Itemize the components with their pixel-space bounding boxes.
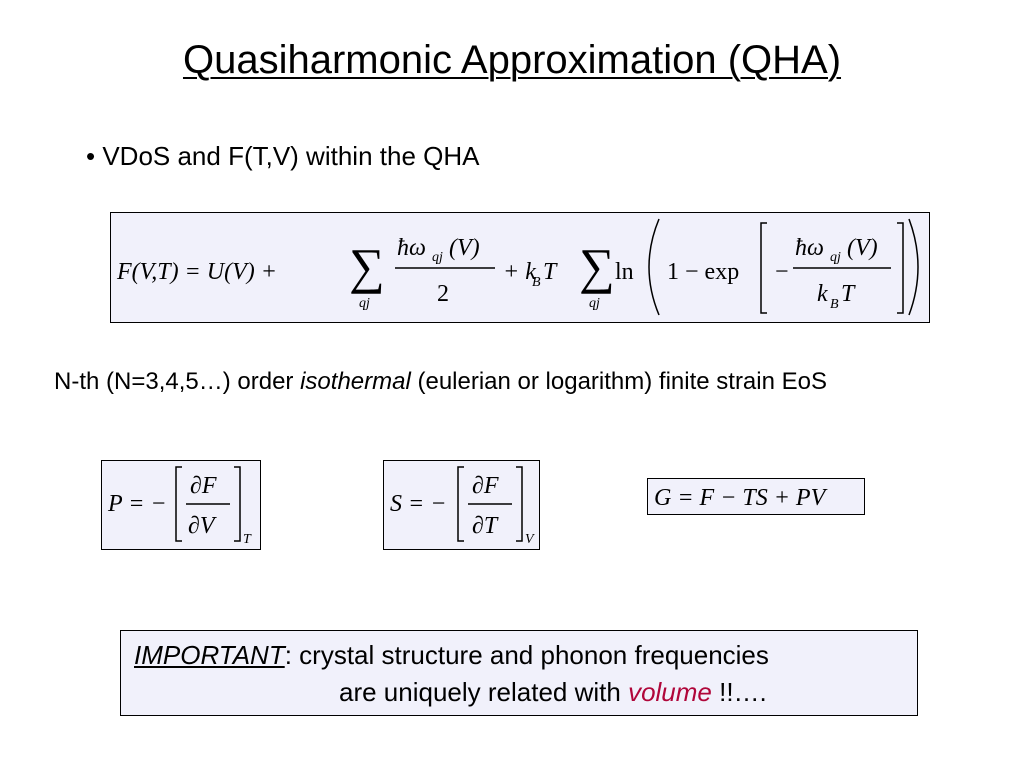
entropy-equation: S = − ∂F ∂T V bbox=[390, 466, 535, 547]
important-colon: : bbox=[284, 640, 292, 670]
s-sub: V bbox=[525, 532, 535, 547]
free-energy-equation: F(V,T) = U(V) + ∑ qj ħω qj (V) 2 + k B T… bbox=[116, 218, 919, 316]
fe-one-minus-exp: 1 − exp bbox=[667, 259, 739, 285]
p-sub: T bbox=[243, 532, 252, 547]
fe-frac1-num-tail: (V) bbox=[449, 235, 480, 261]
gibbs-equation-box: G = F − TS + PV bbox=[647, 478, 865, 515]
p-num: ∂F bbox=[190, 473, 217, 499]
fe-bracket-close bbox=[897, 222, 904, 314]
fe-frac2-num: ħω bbox=[795, 235, 824, 261]
fe-sum-1: ∑ bbox=[349, 238, 385, 294]
slide-title: Quasiharmonic Approximation (QHA) bbox=[182, 38, 842, 82]
important-line-2: are uniquely related with volume !!…. bbox=[339, 677, 767, 708]
eos-suffix: (eulerian or logarithm) finite strain Eo… bbox=[410, 368, 827, 395]
gibbs-text: G = F − TS + PV bbox=[654, 485, 828, 511]
fe-frac1-num: ħω bbox=[397, 235, 426, 261]
p-bracket-close bbox=[234, 466, 241, 542]
important-line-1: IMPORTANT: crystal structure and phonon … bbox=[134, 640, 769, 671]
p-bracket-open bbox=[175, 466, 182, 542]
fe-sum-1-index: qj bbox=[359, 296, 370, 311]
fe-kb-sub: B bbox=[532, 275, 541, 290]
fe-paren-open bbox=[648, 218, 660, 316]
eos-prefix: N-th (N=3,4,5…) order bbox=[54, 368, 301, 395]
p-lhs: P = − bbox=[107, 491, 167, 517]
important-line1-text: crystal structure and phonon frequencies bbox=[291, 640, 769, 670]
fe-mid-tail: T bbox=[543, 259, 558, 285]
s-den: ∂T bbox=[472, 513, 499, 539]
important-volume: volume bbox=[628, 677, 712, 707]
important-line2-prefix: are uniquely related with bbox=[339, 677, 629, 707]
entropy-equation-box: S = − ∂F ∂T V bbox=[383, 460, 540, 550]
fe-frac2-den: k bbox=[817, 281, 828, 307]
fe-frac2-den-tail: T bbox=[841, 281, 856, 307]
eos-description: N-th (N=3,4,5…) order isothermal (euleri… bbox=[54, 368, 827, 396]
fe-frac1-den: 2 bbox=[437, 281, 449, 307]
important-note-box: IMPORTANT: crystal structure and phonon … bbox=[120, 630, 918, 716]
fe-sum-2-index: qj bbox=[589, 296, 600, 311]
eos-emphasis: isothermal bbox=[300, 368, 411, 395]
pressure-equation-box: P = − ∂F ∂V T bbox=[101, 460, 261, 550]
fe-frac2-num-sub: qj bbox=[830, 250, 841, 265]
gibbs-equation: G = F − TS + PV bbox=[654, 485, 828, 511]
fe-paren-close bbox=[908, 218, 919, 316]
fe-mid: + k bbox=[503, 259, 536, 285]
important-label: IMPORTANT bbox=[134, 640, 285, 670]
s-bracket-close bbox=[516, 466, 523, 542]
fe-frac2-num-tail: (V) bbox=[847, 235, 878, 261]
important-line2-suffix: !!…. bbox=[711, 677, 767, 707]
fe-minus: − bbox=[775, 259, 789, 285]
fe-sum-2: ∑ bbox=[579, 238, 615, 294]
s-lhs: S = − bbox=[390, 491, 446, 517]
fe-bracket-open bbox=[760, 222, 767, 314]
bullet-vdos: • VDoS and F(T,V) within the QHA bbox=[86, 141, 480, 171]
fe-frac1-num-sub: qj bbox=[432, 250, 443, 265]
s-num: ∂F bbox=[472, 473, 499, 499]
fe-frac2-den-sub: B bbox=[830, 297, 839, 312]
pressure-equation: P = − ∂F ∂V T bbox=[107, 466, 252, 547]
fe-lhs: F(V,T) = U(V) + bbox=[116, 259, 277, 285]
p-den: ∂V bbox=[188, 513, 217, 539]
free-energy-equation-box: F(V,T) = U(V) + ∑ qj ħω qj (V) 2 + k B T… bbox=[110, 212, 930, 323]
fe-log: ln bbox=[615, 259, 634, 285]
s-bracket-open bbox=[457, 466, 464, 542]
